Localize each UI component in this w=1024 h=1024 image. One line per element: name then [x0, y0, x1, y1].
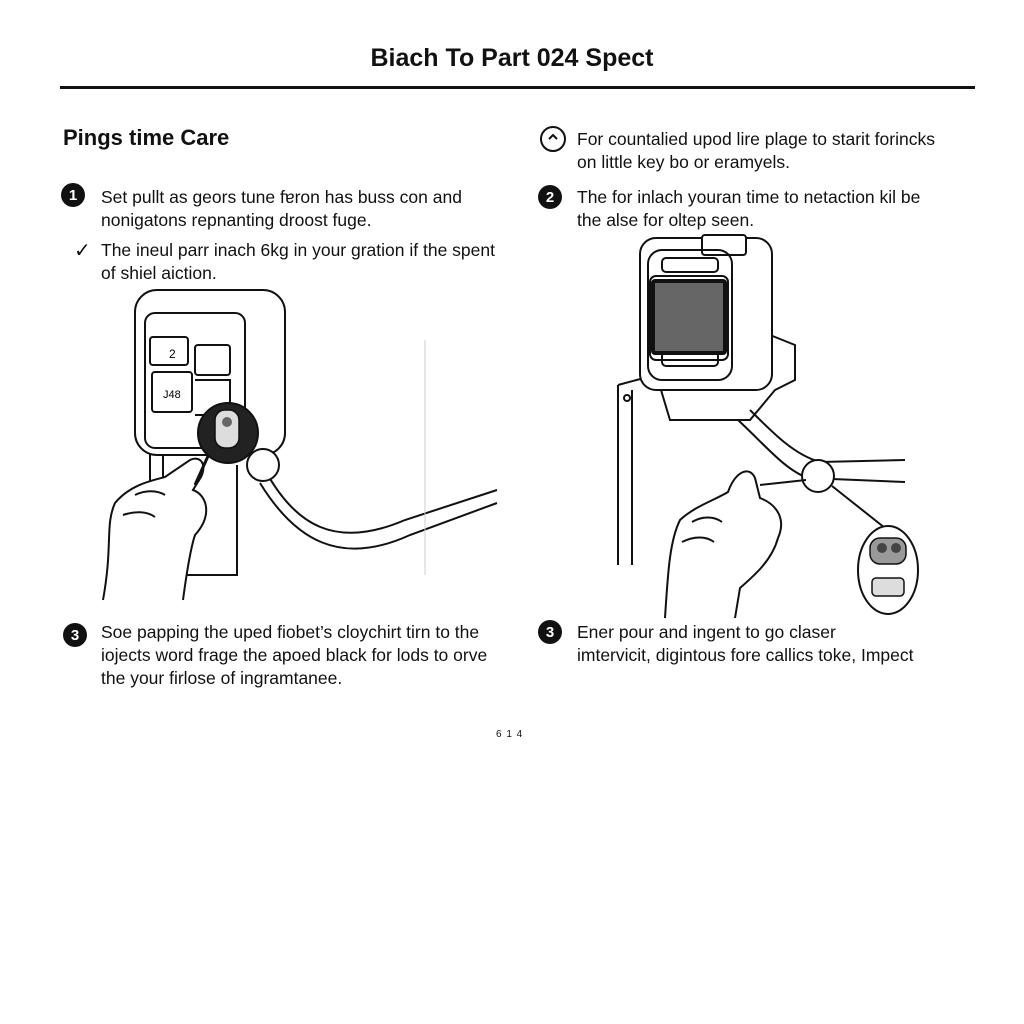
check-note-line-2: of shiel aiction.: [101, 263, 217, 283]
page-number: 6 1 4: [496, 729, 524, 740]
device-screen: [654, 282, 724, 352]
section-heading: Pings time Care: [63, 125, 230, 150]
step-3-right-line-1: Ener pour and ingent to go claser: [577, 622, 836, 642]
title-divider: [60, 86, 975, 89]
step-1-line-1: Set pullt as geors tune fɐron has buss c…: [101, 187, 462, 207]
step-3-left-text: Soe papping the uped fiobet’s cloychirt …: [101, 621, 487, 690]
step-3-right-badge: 3: [538, 620, 562, 644]
step-2-line-1: The for inlach youran time to netaction …: [577, 187, 921, 207]
keypad-key-2-label: 2: [169, 347, 176, 361]
check-note-line-1: The ineul parr inach 6kg in your gration…: [101, 240, 495, 260]
receiver-illustration: [610, 230, 940, 620]
keypad-key-j48-label: J48: [163, 389, 181, 401]
step-2-text: The for inlach youran time to netaction …: [577, 186, 920, 232]
step-3-right-line-2: imtervicit, digintous fore callics toke,…: [577, 645, 914, 665]
step-1-line-2: nonigatons repnanting droost fuge.: [101, 210, 372, 230]
intro-line-1: For countalied upod lire plage to starit…: [577, 129, 935, 149]
pointer-circle-icon: [540, 126, 566, 152]
step-1-text: Set pullt as geors tune fɐron has buss c…: [101, 186, 462, 232]
intro-text: For countalied upod lire plage to starit…: [577, 128, 935, 174]
step-3-left-badge: 3: [63, 623, 87, 647]
check-note-text: The ineul parr inach 6kg in your gration…: [101, 239, 495, 285]
step-3-left-line-1: Soe papping the uped fiobet’s cloychirt …: [101, 622, 480, 642]
step-1-badge: 1: [61, 183, 85, 207]
step-3-left-line-2: iojects word frage the apoed black for l…: [101, 645, 488, 665]
step-3-left-line-3: the your firlose of ingramtanee.: [101, 668, 343, 688]
checkmark-icon: ✓: [74, 240, 91, 262]
step-3-right-text: Ener pour and ingent to go claser imterv…: [577, 621, 914, 667]
intro-line-2: on little key bo or eramyels.: [577, 152, 791, 172]
keypad-illustration: 2 J48: [95, 285, 505, 605]
page-title: Biach To Part 024 Spect: [370, 44, 654, 72]
step-2-line-2: the alse for oltep seen.: [577, 210, 755, 230]
step-2-badge: 2: [538, 185, 562, 209]
